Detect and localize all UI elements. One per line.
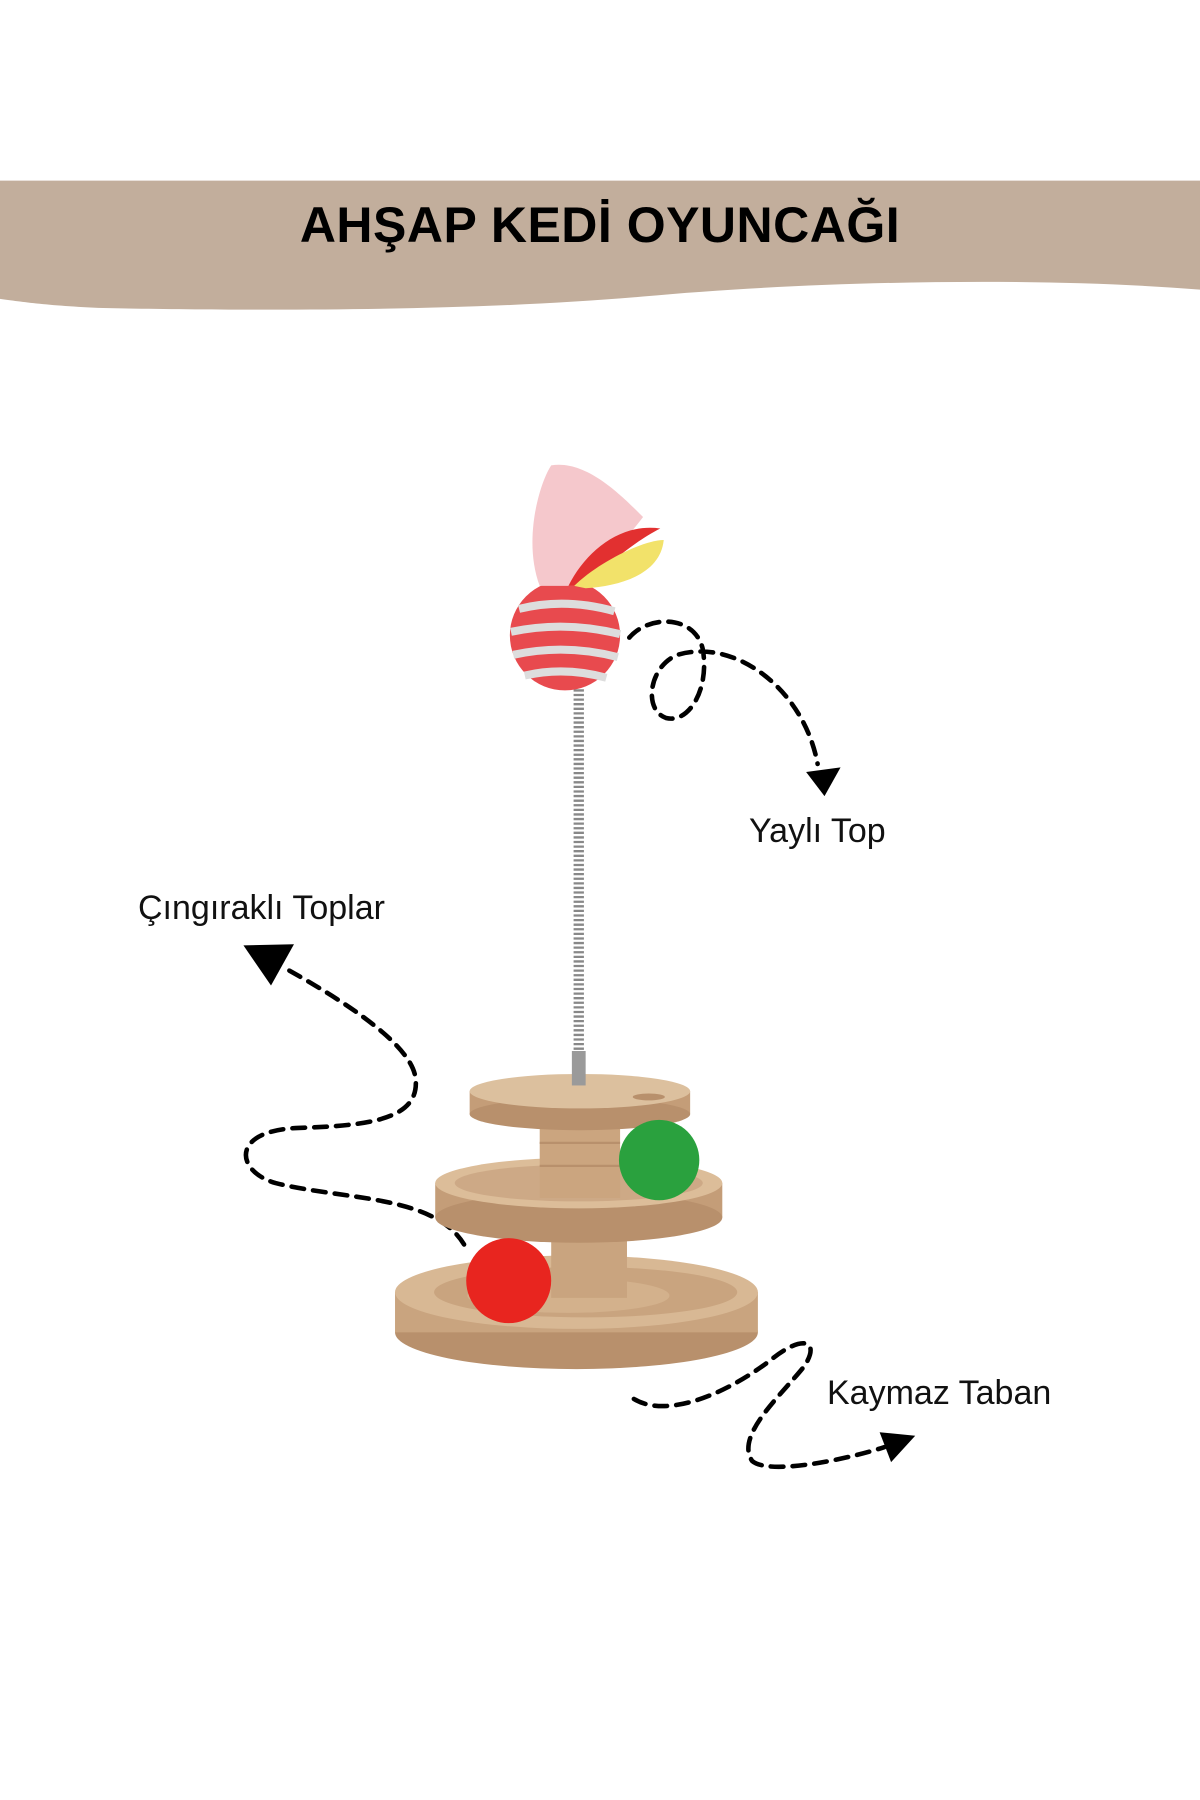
- arrow-non-slip-base: [631, 1341, 887, 1470]
- arrowhead-icon: [243, 944, 294, 986]
- red-rattle-ball: [466, 1238, 552, 1324]
- page-title: AHŞAP KEDİ OYUNCAĞI: [299, 197, 901, 253]
- label-rattle-balls: Çıngıraklı Toplar: [138, 889, 385, 927]
- label-spring-ball: Yaylı Top: [749, 812, 886, 850]
- green-rattle-ball: [618, 1119, 700, 1201]
- arrow-spring-ball: [626, 619, 820, 767]
- label-non-slip-base: Kaymaz Taban: [827, 1374, 1052, 1412]
- arrowhead-icon: [879, 1432, 916, 1463]
- arrow-rattle-balls: [243, 968, 468, 1249]
- arrowhead-icon: [806, 767, 841, 797]
- cat-toy-photo: [395, 464, 758, 1370]
- header-banner: [0, 180, 1200, 310]
